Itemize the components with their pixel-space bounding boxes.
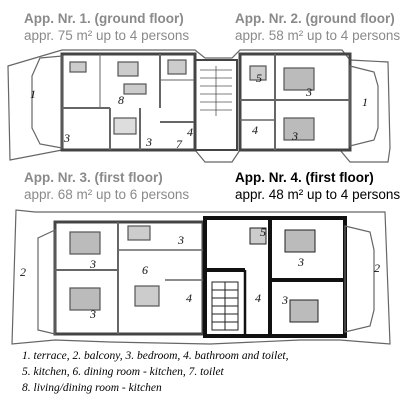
- room-number: 4: [187, 125, 193, 139]
- room-number: 3: [177, 233, 184, 247]
- legend-line-3: 8. living/dining room - kitchen: [22, 382, 162, 394]
- room-number: 7: [176, 137, 183, 151]
- room-number: 4: [255, 291, 261, 305]
- room-number: 8: [118, 93, 124, 107]
- apt3-title: App. Nr. 3. (first floor): [24, 170, 163, 185]
- room-number: 2: [374, 261, 380, 275]
- room-number: 3: [281, 293, 288, 307]
- room-number: 3: [89, 307, 96, 321]
- room-number: 3: [305, 85, 312, 99]
- room-number: 3: [291, 129, 298, 143]
- apt4-balcony: [344, 225, 375, 333]
- apt2-bay: [349, 65, 379, 147]
- ground-stair-core: [194, 59, 238, 151]
- apt2-desc: appr. 58 m² up to 4 persons: [235, 28, 400, 43]
- room-number: 5: [260, 225, 266, 239]
- apt3-desc: appr. 68 m² up to 6 persons: [24, 187, 190, 202]
- apt4-desc: appr. 48 m² up to 4 persons: [235, 187, 400, 202]
- room-number: 5: [256, 71, 262, 85]
- apt2-title: App. Nr. 2. (ground floor): [235, 11, 395, 26]
- apt4-highlighted-plan: [203, 216, 375, 338]
- ground-outline: [7, 49, 391, 163]
- room-number: 4: [186, 291, 192, 305]
- apt3-balcony: [37, 229, 56, 335]
- room-number: 1: [362, 95, 368, 109]
- room-number: 3: [145, 135, 152, 149]
- first-outline: [11, 209, 391, 345]
- apt1-bay: [31, 55, 63, 149]
- ground-floor-plan: [7, 49, 391, 163]
- apt1-desc: appr. 75 m² up to 4 persons: [24, 28, 190, 43]
- first-room-numbers: 2 3 3 6 3 4 5 3 4 3 2: [20, 225, 380, 321]
- apt4-title: App. Nr. 4. (first floor): [235, 170, 374, 185]
- room-number: 6: [142, 263, 148, 277]
- room-number: 3: [89, 257, 96, 271]
- legend-line-2: 5. kitchen, 6. dining room - kitchen, 7.…: [22, 366, 224, 378]
- apt1-title: App. Nr. 1. (ground floor): [24, 11, 184, 26]
- room-number: 4: [252, 123, 258, 137]
- room-number: 3: [63, 131, 70, 145]
- room-number: 2: [20, 265, 26, 279]
- room-number: 1: [30, 87, 36, 101]
- first-floor-plan: [11, 209, 391, 345]
- apt4-walls: [203, 216, 347, 338]
- room-number: 3: [297, 255, 304, 269]
- legend-line-1: 1. terrace, 2. balcony, 3. bedroom, 4. b…: [22, 350, 289, 362]
- ground-room-numbers: 1 8 3 3 4 7 5 3 4 3 1: [30, 71, 368, 151]
